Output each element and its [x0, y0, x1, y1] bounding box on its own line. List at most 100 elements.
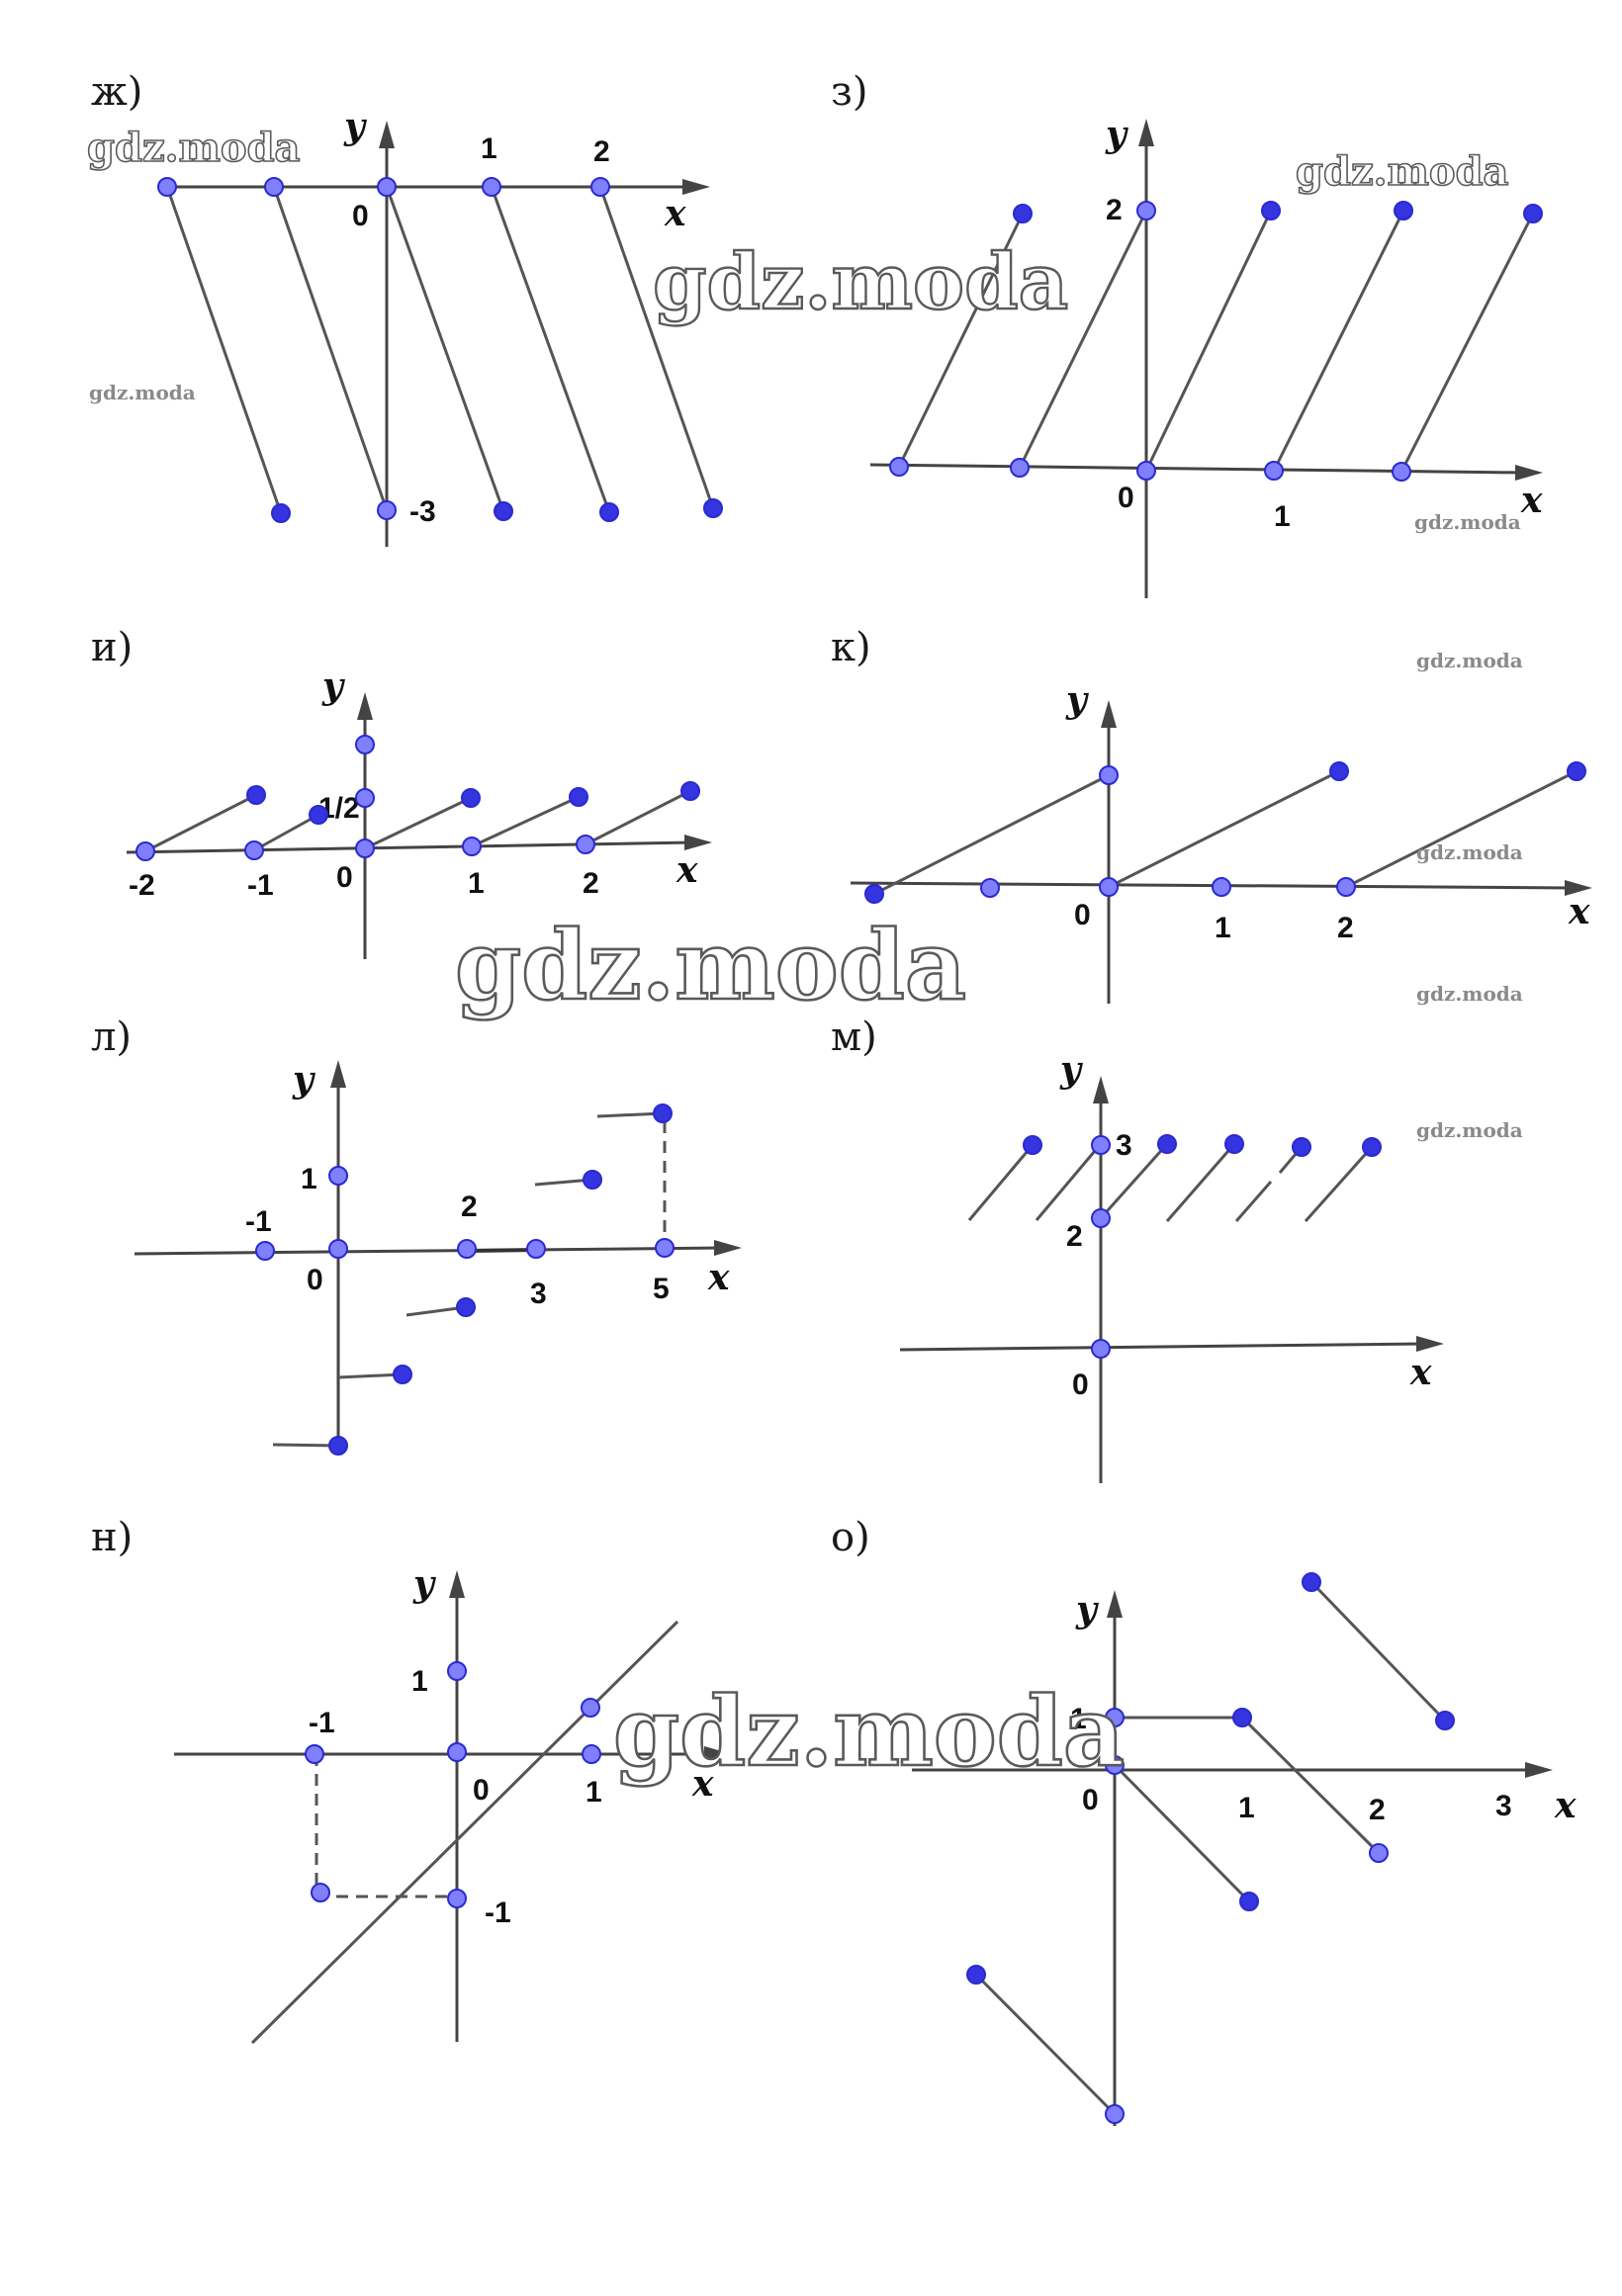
points-zh	[157, 177, 723, 523]
watermark-10: gdz.moda	[455, 910, 966, 1021]
closed-point-z-1	[1013, 204, 1033, 223]
segment-m-4	[1165, 1143, 1236, 1222]
segment-l-1	[272, 1443, 339, 1448]
segment-i-3	[364, 796, 472, 850]
axes-n	[174, 1570, 732, 2042]
axes-m	[899, 1076, 1444, 1483]
tick-label-zh-2: 2	[593, 135, 610, 168]
closed-point-k-left	[864, 884, 884, 904]
closed-point-i-5	[680, 781, 700, 801]
panel-label-i: и)	[91, 625, 133, 670]
open-point-i-5	[576, 835, 595, 854]
open-point-l-neg1	[255, 1241, 275, 1261]
panel-label-zh: ж)	[91, 69, 142, 115]
tick-label-o-1: 1	[1238, 1792, 1255, 1824]
segment-i-2	[253, 813, 319, 852]
open-point-zh-3	[377, 177, 397, 197]
open-point-i-y-one	[355, 735, 375, 754]
open-point-z-1	[889, 457, 909, 477]
points-m	[1023, 1134, 1382, 1359]
tick-label-l-1: 1	[301, 1163, 317, 1195]
segment-o-2	[1113, 1763, 1251, 1903]
tick-label-zh-1: 1	[481, 132, 497, 165]
segment-m-5a	[1234, 1181, 1273, 1222]
panel-label-z: з)	[831, 69, 867, 115]
y-axis-name-k: y	[1065, 679, 1089, 721]
closed-point-i-2	[309, 805, 328, 825]
panel-zh: ж) x y 0 1 2 -3	[91, 69, 723, 547]
panel-m: м) x y 3 2 0	[831, 1015, 1444, 1483]
segments-zh	[165, 186, 715, 514]
tick-label-m-3: 3	[1116, 1129, 1132, 1162]
panel-label-m: м)	[831, 1015, 877, 1060]
panel-z: з) x y 2 0 1	[831, 69, 1543, 598]
segment-zh-4	[490, 186, 611, 513]
x-axis-name-n: x	[691, 1763, 714, 1805]
segments-o	[974, 1580, 1447, 2116]
closed-point-zh-3	[599, 502, 619, 522]
panel-l: л) x y 1 -1 2 0 3 5	[91, 1015, 742, 1456]
x-axis-name-l: x	[707, 1257, 730, 1298]
closed-point-zh-2	[494, 501, 513, 521]
tick-label-n-0: 0	[473, 1774, 490, 1807]
tick-label-n-xneg1: -1	[309, 1707, 335, 1739]
y-axis-name-n: y	[412, 1563, 436, 1605]
open-point-n-neg1neg1	[311, 1883, 330, 1902]
axes-o	[912, 1590, 1553, 2126]
segment-k-2	[1108, 769, 1340, 889]
closed-point-o-1	[966, 1965, 986, 1985]
tick-label-n-y1: 1	[411, 1665, 428, 1698]
watermark-7: gdz.moda	[1416, 840, 1523, 864]
y-axis-name-m: y	[1059, 1049, 1083, 1091]
segments-l	[272, 1111, 667, 1448]
open-point-l-2	[457, 1239, 477, 1259]
y-axis-arrow-i	[357, 692, 373, 720]
tick-label-i-neg2: -2	[129, 869, 155, 902]
segment-l-6	[596, 1111, 664, 1118]
open-point-k-2	[1099, 877, 1119, 897]
tick-label-zh-0: 0	[352, 200, 369, 232]
closed-point-l-1	[328, 1436, 348, 1456]
tick-label-z-0: 0	[1118, 482, 1134, 514]
x-axis-arrow-n	[704, 1746, 732, 1762]
open-point-m-y3	[1091, 1135, 1111, 1155]
y-axis-arrow-z	[1138, 119, 1154, 146]
tick-label-i-0: 0	[336, 861, 353, 894]
watermark-2: gdz.moda	[89, 381, 196, 404]
tick-label-l-3: 3	[530, 1278, 547, 1310]
segment-m-2	[1035, 1144, 1102, 1221]
watermark-6: gdz.moda	[1416, 649, 1523, 672]
closed-point-zh-4	[703, 498, 723, 518]
open-point-l-3	[526, 1239, 546, 1259]
open-point-i-1	[135, 841, 155, 861]
segments-i	[144, 789, 691, 853]
open-point-zh-2	[264, 177, 284, 197]
segment-z-4	[1272, 210, 1405, 472]
open-point-zh-y-neg3	[377, 500, 397, 520]
open-point-i-2	[244, 840, 264, 860]
x-axis-z	[869, 463, 1524, 475]
watermarks: gdz.moda gdz.moda gdz.moda gdz.moda gdz.…	[86, 124, 1523, 1789]
open-point-m-y2	[1091, 1208, 1111, 1228]
closed-point-m-4	[1292, 1137, 1311, 1157]
closed-point-l-2	[393, 1365, 412, 1384]
tick-label-z-1: 1	[1274, 500, 1291, 533]
open-point-k-3	[1212, 877, 1231, 897]
y-axis-arrow-k	[1101, 700, 1117, 728]
closed-point-m-1	[1023, 1135, 1042, 1155]
panel-o: о) x y 1 0 1 2 3	[831, 1515, 1577, 2126]
y-axis-arrow-o	[1107, 1590, 1123, 1618]
closed-point-l-5	[653, 1104, 673, 1123]
y-axis-arrow-n	[449, 1570, 465, 1598]
segment-z-5	[1399, 213, 1535, 473]
closed-point-o-3	[1302, 1572, 1321, 1592]
segment-i-4	[471, 795, 580, 848]
points-k	[864, 761, 1586, 904]
open-point-zh-5	[590, 177, 610, 197]
points-z	[889, 201, 1543, 482]
closed-point-z-2	[1261, 201, 1281, 221]
x-axis-i	[126, 840, 693, 854]
x-axis-name-i: x	[676, 849, 698, 891]
tick-label-o-3: 3	[1495, 1790, 1512, 1822]
open-point-i-4	[462, 837, 482, 856]
